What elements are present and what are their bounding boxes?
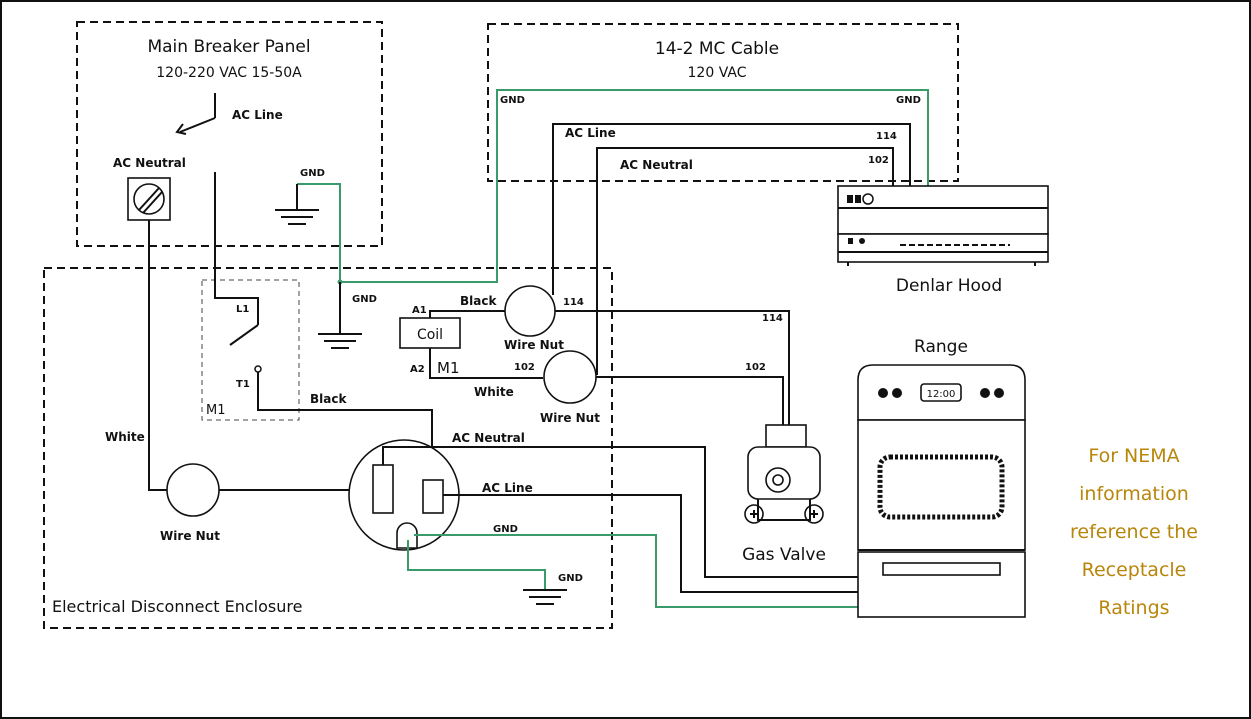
note-line-1: For NEMA — [1088, 445, 1179, 467]
nut-114-label: 114 — [563, 297, 584, 308]
nema-note: For NEMA information reference the Recep… — [1070, 445, 1198, 619]
m1-switch-box — [201, 279, 300, 421]
coil-white-label: White — [474, 385, 514, 399]
breaker-arrow — [175, 123, 187, 135]
t1-label: T1 — [236, 379, 250, 390]
gas-valve-icon — [744, 380, 824, 524]
white-neutral-wire — [148, 220, 167, 491]
nut-102-label: 102 — [514, 362, 535, 373]
breaker-switch-arm — [179, 117, 216, 133]
enclosure-ground-icon — [318, 333, 362, 349]
coil-black-wire — [429, 310, 505, 318]
coil-label: Coil — [417, 327, 443, 343]
main-breaker-panel-box — [76, 21, 383, 247]
breaker-ground-icon — [275, 209, 319, 225]
main-breaker-subtitle: 120-220 VAC 15-50A — [156, 65, 302, 81]
wire-nut-top-label: Wire Nut — [504, 338, 564, 352]
note-line-3: reference the — [1070, 521, 1198, 543]
m1-switch-label: M1 — [206, 403, 226, 418]
note-line-2: information — [1079, 483, 1189, 505]
wire-nut-bottom — [543, 350, 597, 404]
hood-label: Denlar Hood — [896, 276, 1002, 296]
mc-cable-box — [487, 23, 959, 182]
recept-ac-line-label: AC Line — [482, 481, 533, 495]
mc-114-label: 114 — [876, 131, 897, 142]
hood-gnd-wire — [340, 89, 929, 283]
mc-ac-neutral-label: AC Neutral — [620, 158, 693, 172]
mc-102-label: 102 — [868, 155, 889, 166]
m1-coil-label: M1 — [437, 359, 460, 377]
coil-black-label: Black — [460, 294, 497, 308]
recept-gnd-label: GND — [493, 524, 518, 535]
note-line-5: Ratings — [1098, 597, 1169, 619]
enclosure-title: Electrical Disconnect Enclosure — [52, 597, 302, 616]
gas-valve-114-wire — [555, 310, 790, 380]
recept-ac-neutral-label: AC Neutral — [452, 431, 525, 445]
receptacle-neutral-slot — [372, 464, 394, 514]
wire-nut-left — [166, 463, 220, 517]
ac-line-breaker-label: AC Line — [232, 108, 283, 122]
breaker-gnd-wire — [297, 183, 341, 282]
wire-nut-top — [504, 285, 556, 337]
wire-nut-bottom-label: Wire Nut — [540, 411, 600, 425]
gas-valve-label: Gas Valve — [742, 545, 826, 565]
range-label: Range — [914, 337, 968, 357]
main-breaker-title: Main Breaker Panel — [147, 37, 310, 57]
l1-label: L1 — [236, 304, 249, 315]
range-ac-neutral-wire — [382, 446, 865, 578]
denlar-hood-icon — [837, 185, 1049, 266]
ac-neutral-breaker-label: AC Neutral — [113, 156, 186, 170]
valve-102-label: 102 — [745, 362, 766, 373]
gas-valve-102-wire — [596, 376, 784, 380]
mc-gnd-right-label: GND — [896, 95, 921, 106]
coil-box — [399, 317, 461, 349]
range-icon — [857, 364, 1026, 618]
white-label: White — [105, 430, 145, 444]
range-ac-line-wire — [443, 494, 865, 593]
hood-ac-line-wire — [552, 123, 911, 295]
a2-label: A2 — [410, 364, 425, 375]
mc-ac-line-label: AC Line — [565, 126, 616, 140]
switch-black-wire — [257, 372, 433, 450]
l1-wire — [214, 270, 259, 325]
receptacle-ground-slot — [396, 522, 418, 549]
enclosure-gnd-label: GND — [352, 294, 377, 305]
switch-black-label: Black — [310, 392, 347, 406]
mc-cable-title: 14-2 MC Cable — [655, 39, 779, 59]
range-gnd-wire — [414, 534, 865, 608]
valve-114-label: 114 — [762, 313, 783, 324]
recept-ground-wire — [407, 540, 546, 590]
mc-gnd-left-label: GND — [500, 95, 525, 106]
hood-ac-neutral-wire — [596, 147, 894, 375]
range-clock: 12:00 — [927, 389, 956, 400]
coil-white-wire — [429, 348, 543, 379]
note-line-4: Receptacle — [1082, 559, 1187, 581]
receptacle-ground-icon — [523, 589, 567, 605]
recept-ground-label: GND — [558, 573, 583, 584]
wire-nut-left-label: Wire Nut — [160, 529, 220, 543]
mc-cable-subtitle: 120 VAC — [688, 65, 747, 81]
contact-arm — [229, 324, 259, 346]
gnd-breaker-label: GND — [300, 168, 325, 179]
receptacle-line-slot — [422, 479, 444, 514]
a1-label: A1 — [412, 305, 427, 316]
